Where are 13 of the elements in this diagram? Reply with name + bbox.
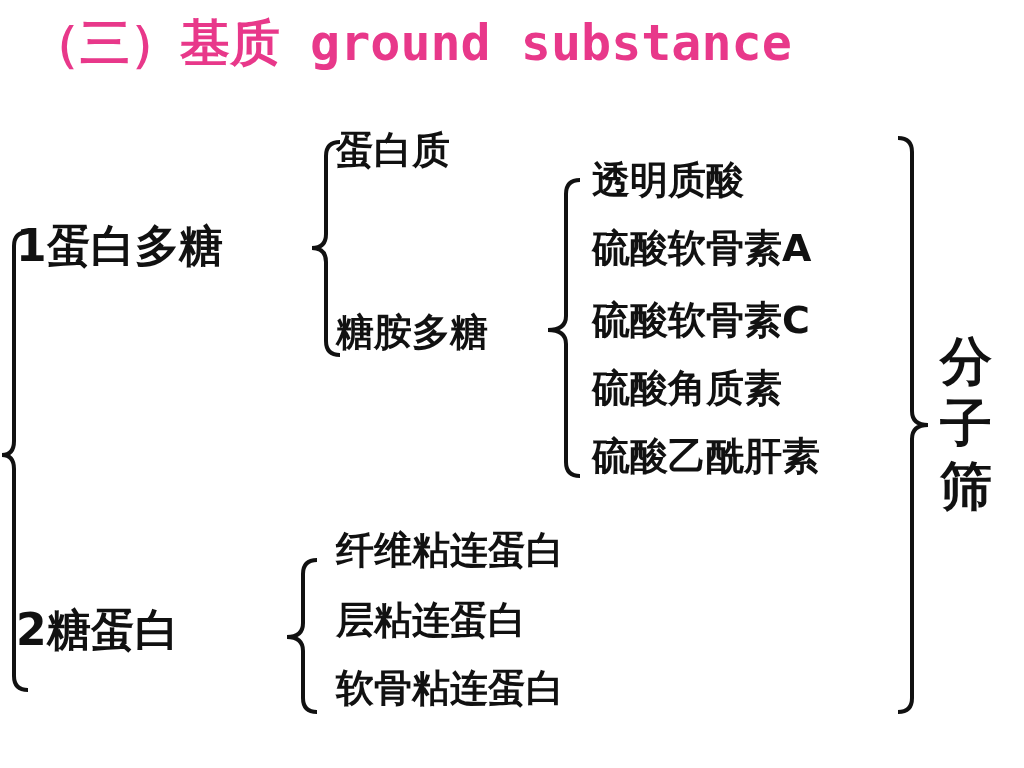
term-label: 纤维粘连蛋白 xyxy=(336,530,564,572)
term-label: 层粘连蛋白 xyxy=(336,600,526,642)
term-label: 2糖蛋白 xyxy=(16,606,179,655)
term-label: 硫酸软骨素A xyxy=(592,228,812,270)
term-label: 硫酸乙酰肝素 xyxy=(592,436,820,478)
term-label: 透明质酸 xyxy=(592,160,744,202)
term-label: 软骨粘连蛋白 xyxy=(336,668,564,710)
term-label: 蛋白质 xyxy=(336,130,450,172)
term-label: 糖胺多糖 xyxy=(336,312,488,354)
slide-title: （三）基质 ground substance xyxy=(30,16,792,71)
term-label: 分子筛 xyxy=(940,330,993,518)
term-label: 硫酸角质素 xyxy=(592,368,782,410)
term-label: 硫酸软骨素C xyxy=(592,300,810,342)
